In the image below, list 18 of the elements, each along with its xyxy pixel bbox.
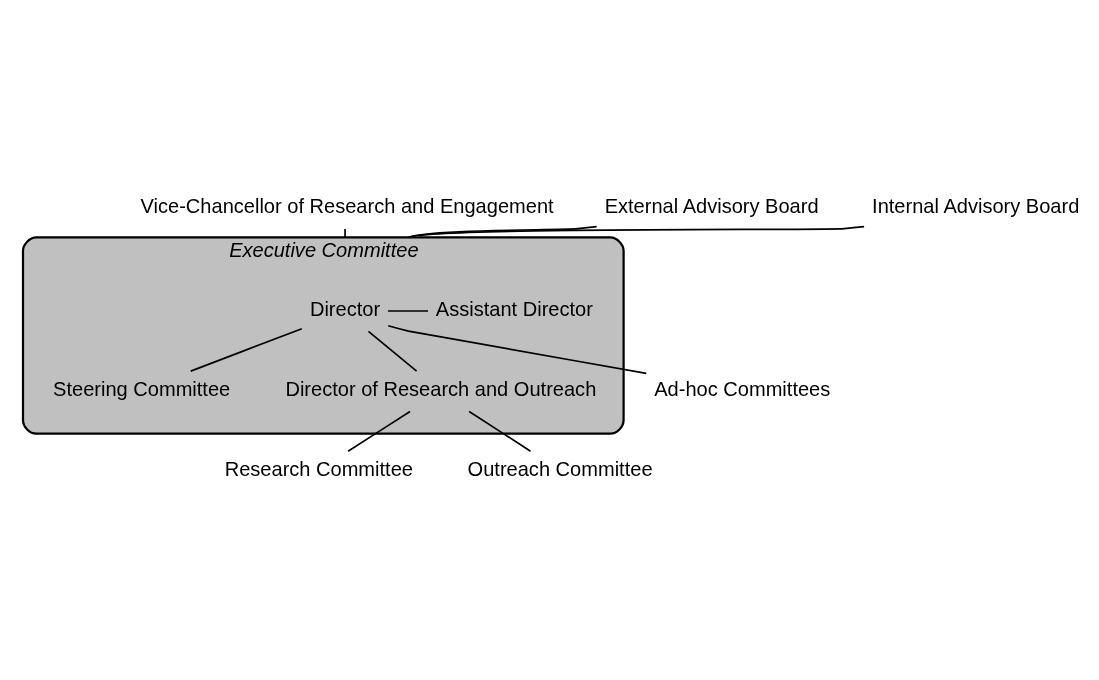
connector [387, 324, 648, 375]
node-text: Research Committee [224, 458, 413, 481]
connector [347, 410, 411, 453]
node-text: Director [309, 297, 381, 320]
connector [344, 228, 346, 239]
connector [189, 327, 303, 372]
node-text: Director of Research and Outreach [285, 378, 597, 401]
node-text: External Advisory Board [604, 195, 819, 218]
connector [387, 310, 429, 312]
connector [468, 410, 532, 453]
connector [407, 225, 865, 239]
node-text: Ad-hoc Committees [654, 378, 831, 401]
node-text: Outreach Committee [467, 458, 653, 481]
node-text: Assistant Director [435, 297, 593, 320]
connector [367, 330, 418, 372]
node-text: Vice-Chancellor of Research and Engagement [140, 195, 554, 218]
node-text: Steering Committee [53, 378, 231, 401]
node-text: Internal Advisory Board [872, 195, 1080, 218]
